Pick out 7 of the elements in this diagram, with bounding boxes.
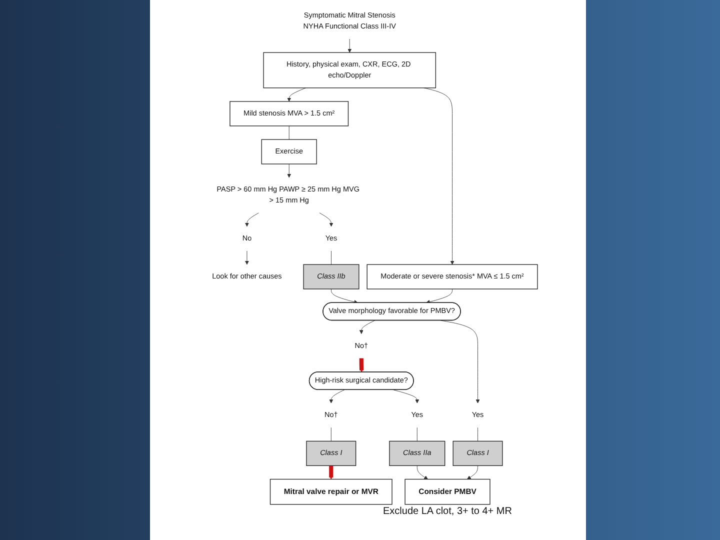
- note-text: Exclude LA clot, 3+ to 4+ MR: [383, 506, 512, 518]
- connector: [330, 427, 332, 442]
- arrow: [359, 357, 364, 372]
- connector: [331, 250, 332, 265]
- connector: [416, 427, 418, 442]
- arrow: [329, 464, 334, 480]
- connector: [288, 126, 290, 140]
